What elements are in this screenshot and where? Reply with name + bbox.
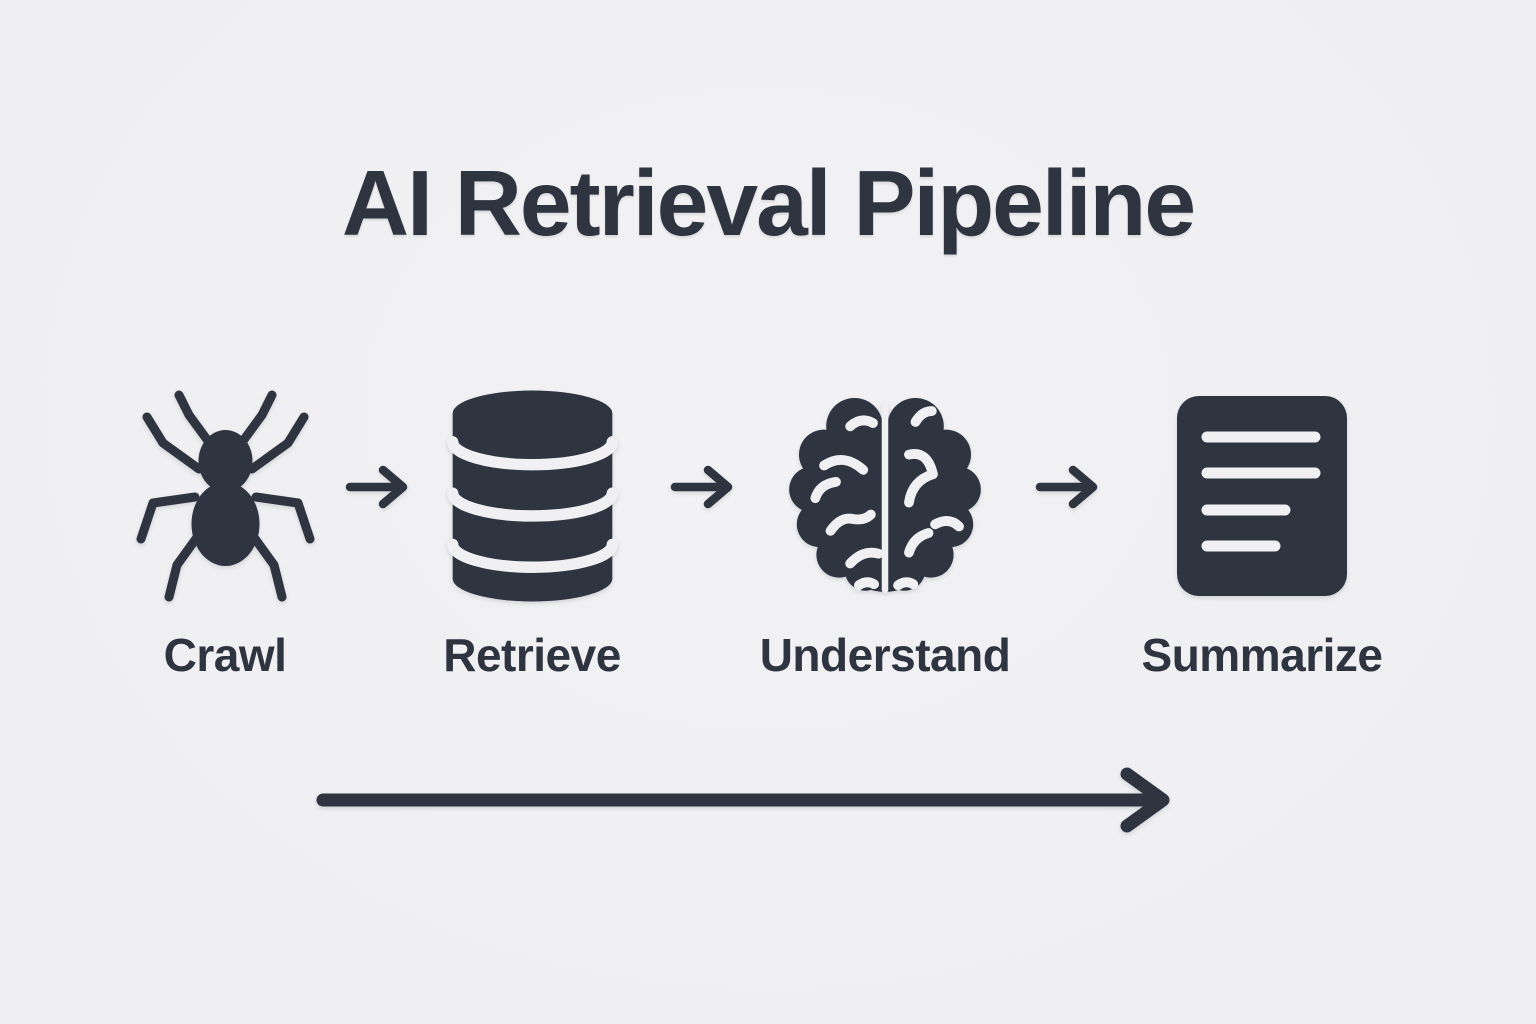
stage-crawl: Crawl	[75, 372, 375, 682]
database-icon	[382, 372, 682, 620]
diagram-title: AI Retrieval Pipeline	[341, 151, 1196, 255]
arrow-right-icon	[1035, 464, 1101, 510]
stage-retrieve: Retrieve	[382, 372, 682, 682]
stage-label-crawl: Crawl	[163, 629, 287, 681]
stage-label-understand: Understand	[759, 629, 1011, 681]
document-icon	[1112, 372, 1412, 620]
stage-label-retrieve: Retrieve	[443, 629, 621, 681]
stage-summarize: Summarize	[1112, 372, 1412, 682]
spider-icon	[75, 372, 375, 620]
arrow-right-icon	[345, 464, 411, 510]
arrow-right-icon	[670, 464, 736, 510]
flow-arrow-icon	[315, 766, 1190, 834]
stage-understand: Understand	[735, 372, 1035, 682]
brain-icon	[735, 372, 1035, 620]
stage-label-summarize: Summarize	[1141, 629, 1383, 681]
